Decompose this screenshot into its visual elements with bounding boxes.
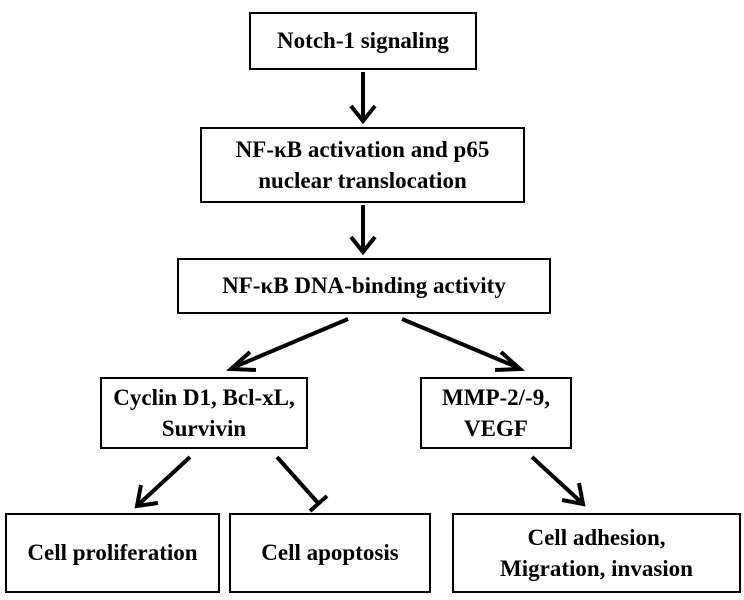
node-nfkb-activation: NF-κB activation and p65 nuclear translo… <box>200 127 525 203</box>
node-nfkb-dna-binding: NF-κB DNA-binding activity <box>177 258 551 314</box>
arrowhead <box>349 104 377 125</box>
node-cell-adhesion-migration-invasion: Cell adhesion, Migration, invasion <box>452 513 741 593</box>
node-label: Cell adhesion, <box>527 524 666 550</box>
arrowhead <box>561 482 586 507</box>
inhibition-cyclin-to-apoptosis <box>275 455 320 505</box>
arrowhead <box>134 484 159 509</box>
node-cell-proliferation: Cell proliferation <box>5 513 220 593</box>
node-label: Cell proliferation <box>27 540 198 566</box>
arrow-dna-binding-to-mmp <box>401 317 520 370</box>
arrowhead <box>494 350 526 372</box>
node-notch-1-signaling: Notch-1 signaling <box>249 12 477 70</box>
node-label: MMP-2/-9, <box>442 384 550 410</box>
node-label: NF-κB DNA-binding activity <box>222 273 506 299</box>
arrowhead <box>349 235 377 256</box>
node-cyclin-bclxl-survivin: Cyclin D1, Bcl-xL, Survivin <box>100 377 308 449</box>
node-label: NF-κB activation and p65 <box>235 136 490 162</box>
node-mmp-vegf: MMP-2/-9, VEGF <box>420 377 572 449</box>
arrow-dna-binding-to-cyclin <box>231 317 349 370</box>
node-label: Survivin <box>161 416 247 441</box>
arrow-mmp-to-adhesion <box>530 455 584 505</box>
node-label: Migration, invasion <box>500 556 693 581</box>
node-label: Cell apoptosis <box>261 540 399 566</box>
node-label: Cyclin D1, Bcl-xL, <box>113 384 295 410</box>
node-cell-apoptosis: Cell apoptosis <box>229 513 431 593</box>
arrow-cyclin-to-proliferation <box>136 455 192 507</box>
inhibition-bar <box>308 494 329 513</box>
node-label: VEGF <box>464 416 528 441</box>
node-label: Notch-1 signaling <box>277 28 449 54</box>
arrowhead <box>225 350 257 372</box>
node-label: nuclear translocation <box>258 168 467 193</box>
